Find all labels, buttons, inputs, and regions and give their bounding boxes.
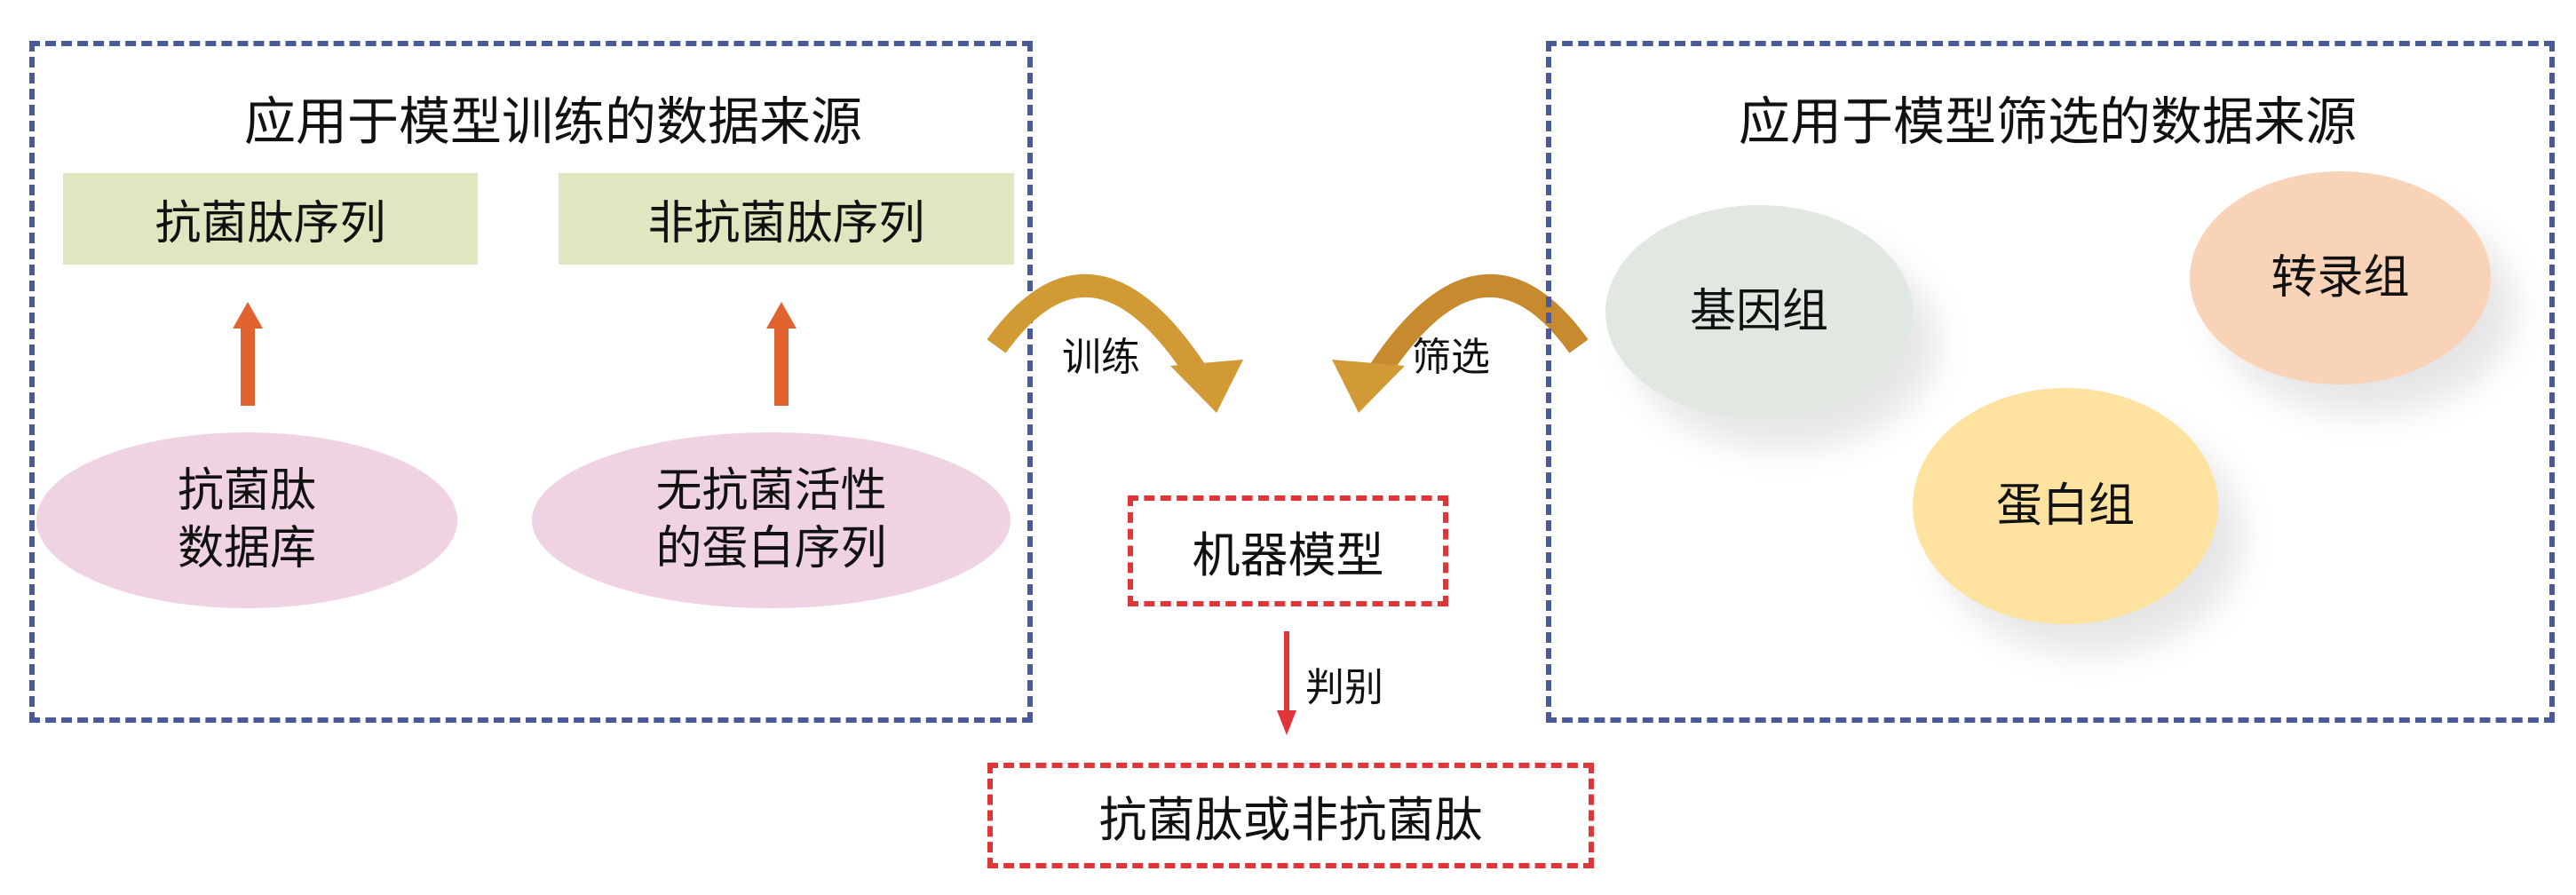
proteome-ellipse: 蛋白组 <box>1913 388 2218 624</box>
down-arrow-icon <box>1277 631 1296 735</box>
curved-train-arrow-icon <box>987 273 1243 413</box>
amp-sequence-label: 抗菌肽序列 <box>155 197 386 250</box>
amp-database-line2: 数据库 <box>177 522 316 575</box>
non-amp-sequence-box: 非抗菌肽序列 <box>559 173 1014 265</box>
screening-panel-title: 应用于模型筛选的数据来源 <box>1738 91 2358 152</box>
proteome-label: 蛋白组 <box>1995 479 2135 533</box>
non-amp-sequence-label: 非抗菌肽序列 <box>647 197 925 250</box>
screening-data-panel <box>1546 41 2555 723</box>
up-arrow-icon <box>233 302 263 406</box>
non-active-protein-line1: 无抗菌活性 <box>655 464 887 518</box>
non-active-protein-line2: 的蛋白序列 <box>655 522 887 575</box>
discriminate-label: 判别 <box>1305 665 1383 710</box>
amp-database-line1: 抗菌肽 <box>177 464 316 518</box>
amp-sequence-box: 抗菌肽序列 <box>63 173 478 265</box>
curved-screen-arrow-icon <box>1332 273 1589 413</box>
up-arrow-icon <box>766 302 797 406</box>
transcriptome-ellipse: 转录组 <box>2190 171 2491 384</box>
result-box: 抗菌肽或非抗菌肽 <box>987 763 1594 868</box>
machine-model-label: 机器模型 <box>1192 527 1384 583</box>
training-panel-title: 应用于模型训练的数据来源 <box>243 91 863 152</box>
genome-label: 基因组 <box>1689 285 1828 338</box>
train-label: 训练 <box>1062 335 1140 380</box>
amp-database-ellipse: 抗菌肽 数据库 <box>36 432 457 608</box>
screen-label: 筛选 <box>1412 335 1490 380</box>
training-data-panel <box>29 41 1033 723</box>
transcriptome-label: 转录组 <box>2271 250 2410 305</box>
machine-model-box: 机器模型 <box>1128 495 1448 606</box>
genome-ellipse: 基因组 <box>1605 205 1913 419</box>
non-active-protein-ellipse: 无抗菌活性 的蛋白序列 <box>532 432 1011 608</box>
result-label: 抗菌肽或非抗菌肽 <box>1098 792 1483 848</box>
